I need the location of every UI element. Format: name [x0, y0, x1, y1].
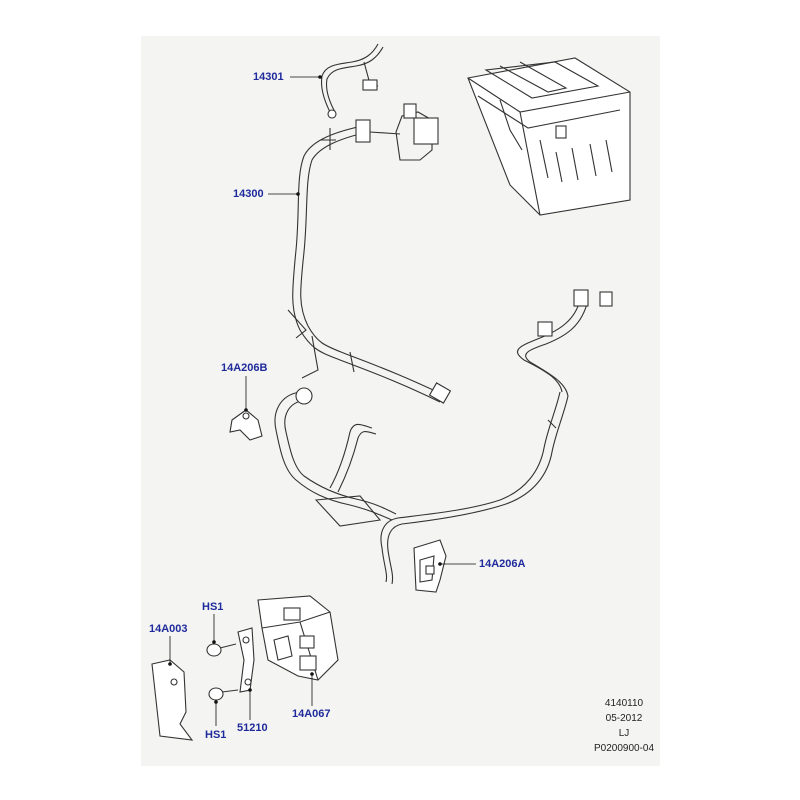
secondary-harness: [274, 289, 613, 585]
bolt-hs1-bottom: [208, 687, 239, 701]
reference-code: P0200900-04: [593, 743, 655, 754]
reference-date: 05-2012: [605, 713, 643, 724]
leader-lines: [168, 75, 476, 726]
callout-14A067[interactable]: 14A067: [292, 708, 331, 720]
bolt-hs1-top: [206, 643, 237, 657]
strap-51210: [237, 627, 255, 693]
callout-14A206B[interactable]: 14A206B: [221, 362, 268, 374]
reference-initials: LJ: [618, 728, 630, 739]
bracket-14A003: [151, 659, 194, 741]
battery-cable-14301: [320, 43, 384, 119]
harness-14300: [287, 103, 452, 404]
callout-hs1-top[interactable]: HS1: [202, 601, 224, 613]
callout-14301[interactable]: 14301: [253, 71, 284, 83]
battery: [467, 57, 631, 216]
bracket-14A206B: [229, 409, 263, 441]
callout-14A003[interactable]: 14A003: [149, 623, 188, 635]
callout-14A206A[interactable]: 14A206A: [479, 558, 526, 570]
callout-hs1-bottom[interactable]: HS1: [205, 729, 227, 741]
callout-14300[interactable]: 14300: [233, 188, 264, 200]
reference-number: 4140110: [604, 698, 644, 709]
callout-51210[interactable]: 51210: [237, 722, 268, 734]
fuse-box-14A067: [257, 595, 339, 681]
bracket-14A206A: [413, 539, 447, 593]
